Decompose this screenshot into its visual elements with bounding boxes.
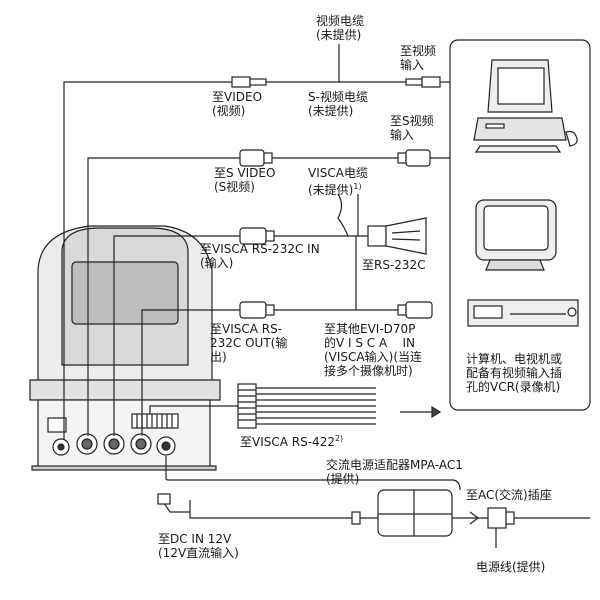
visca-cable-line1: VISCA电缆 <box>308 166 368 180</box>
video-cable-label: 视频电缆 (未提供) <box>316 14 364 42</box>
visca-cable-note: (未提供) <box>308 183 354 197</box>
visca-in-port <box>103 433 125 455</box>
camera <box>29 225 221 471</box>
to-rs232c-in-line1: 至VISCA RS-232C IN <box>200 242 320 256</box>
s-video-cable-label: S-视频电缆 (未提供) <box>308 90 368 118</box>
to-dc-in-line1: 至DC IN 12V <box>158 532 232 546</box>
visca-cable-label: VISCA电缆 (未提供)1) <box>308 166 368 197</box>
to-other-evi-line2: 的V I S C A IN <box>324 336 415 350</box>
to-s-video-line1: 至S VIDEO <box>214 166 276 180</box>
to-ac-outlet-label: 至AC(交流)插座 <box>466 488 552 502</box>
power-cord-label: 电源线(提供) <box>476 560 546 574</box>
ac-adaptor <box>377 489 453 537</box>
to-rs232c-out-line1: 至VISCA RS- <box>210 322 283 336</box>
footnote-1: 1) <box>353 182 362 191</box>
to-rs232c-label: 至RS-232C <box>362 258 426 272</box>
to-s-video-input-line2: 输入 <box>390 128 415 142</box>
to-dc-in-line2: (12V直流输入) <box>158 546 239 560</box>
dc-cable <box>157 456 461 525</box>
to-other-evi-label: 至其他EVI-D70P 的V I S C A IN (VISCA输入)(当连 接… <box>324 322 422 378</box>
to-video-line1: 至VIDEO <box>212 90 263 104</box>
to-rs232c-out-label: 至VISCA RS- 232C OUT(输 出) <box>210 322 287 364</box>
to-video-input-line1: 至视频 <box>400 44 437 58</box>
visca-out-port <box>130 433 152 455</box>
to-video-label: 至VIDEO (视频) <box>212 90 262 118</box>
s-video-cable-line1: S-视频电缆 <box>308 90 368 104</box>
to-other-evi-line3: (VISCA输入)(当连 <box>324 350 422 364</box>
devices-box <box>449 39 591 411</box>
rs422-connector <box>149 383 376 429</box>
devices-note-line3: 孔的VCR(录像机) <box>466 380 561 394</box>
video-port <box>47 417 70 456</box>
s-video-cable <box>87 149 450 436</box>
s-video-port <box>76 433 98 455</box>
to-s-video-input-line1: 至S视频 <box>390 114 434 128</box>
video-cable-label-line1: 视频电缆 <box>316 14 365 28</box>
footnote-2: 2) <box>334 434 344 443</box>
tv-icon <box>475 199 557 271</box>
visca-out-cable <box>141 236 433 436</box>
ac-adaptor-line1: 交流电源适配器MPA-AC1 <box>326 458 463 472</box>
to-rs232c-in-label: 至VISCA RS-232C IN (输入) <box>200 242 320 270</box>
to-rs232c-out-line3: 出) <box>210 350 227 364</box>
to-rs232c-out-line2: 232C OUT(输 <box>210 336 288 350</box>
to-s-video-line2: (S视频) <box>214 180 255 194</box>
to-rs422-label: 至VISCA RS-4222) <box>240 432 343 449</box>
rs422-terminal <box>131 413 179 429</box>
ac-adaptor-line2: (提供) <box>326 472 360 486</box>
computer-icon <box>473 59 578 153</box>
s-video-cable-line2: (未提供) <box>308 104 354 118</box>
to-other-evi-line1: 至其他EVI-D70P <box>324 322 416 336</box>
ac-adaptor-label: 交流电源适配器MPA-AC1 (提供) <box>326 458 463 486</box>
to-other-evi-line4: 接多个摄像机时) <box>324 364 413 378</box>
video-cable-label-line2: (未提供) <box>316 28 362 42</box>
vcr-icon <box>467 299 579 327</box>
to-dc-in-label: 至DC IN 12V (12V直流输入) <box>158 532 239 560</box>
to-video-input-label: 至视频 输入 <box>400 44 436 72</box>
dc-in-port <box>156 436 176 456</box>
devices-note-line2: 配备有视频输入插 <box>466 366 563 380</box>
to-rs422-text: 至VISCA RS-422 <box>240 435 335 449</box>
rs422-arrow <box>400 405 442 419</box>
to-video-input-line2: 输入 <box>400 58 425 72</box>
to-s-video-label: 至S VIDEO (S视频) <box>214 166 275 194</box>
to-rs232c-in-line2: (输入) <box>200 256 234 270</box>
to-video-line2: (视频) <box>212 104 246 118</box>
devices-note-line1: 计算机、电视机或 <box>466 352 563 366</box>
video-cable <box>63 44 450 440</box>
devices-note-label: 计算机、电视机或 配备有视频输入插 孔的VCR(录像机) <box>466 352 562 394</box>
to-s-video-input-label: 至S视频 输入 <box>390 114 434 142</box>
power-cord <box>452 507 590 548</box>
visca-cable <box>113 193 427 436</box>
visca-cable-line2: (未提供)1) <box>308 180 368 197</box>
